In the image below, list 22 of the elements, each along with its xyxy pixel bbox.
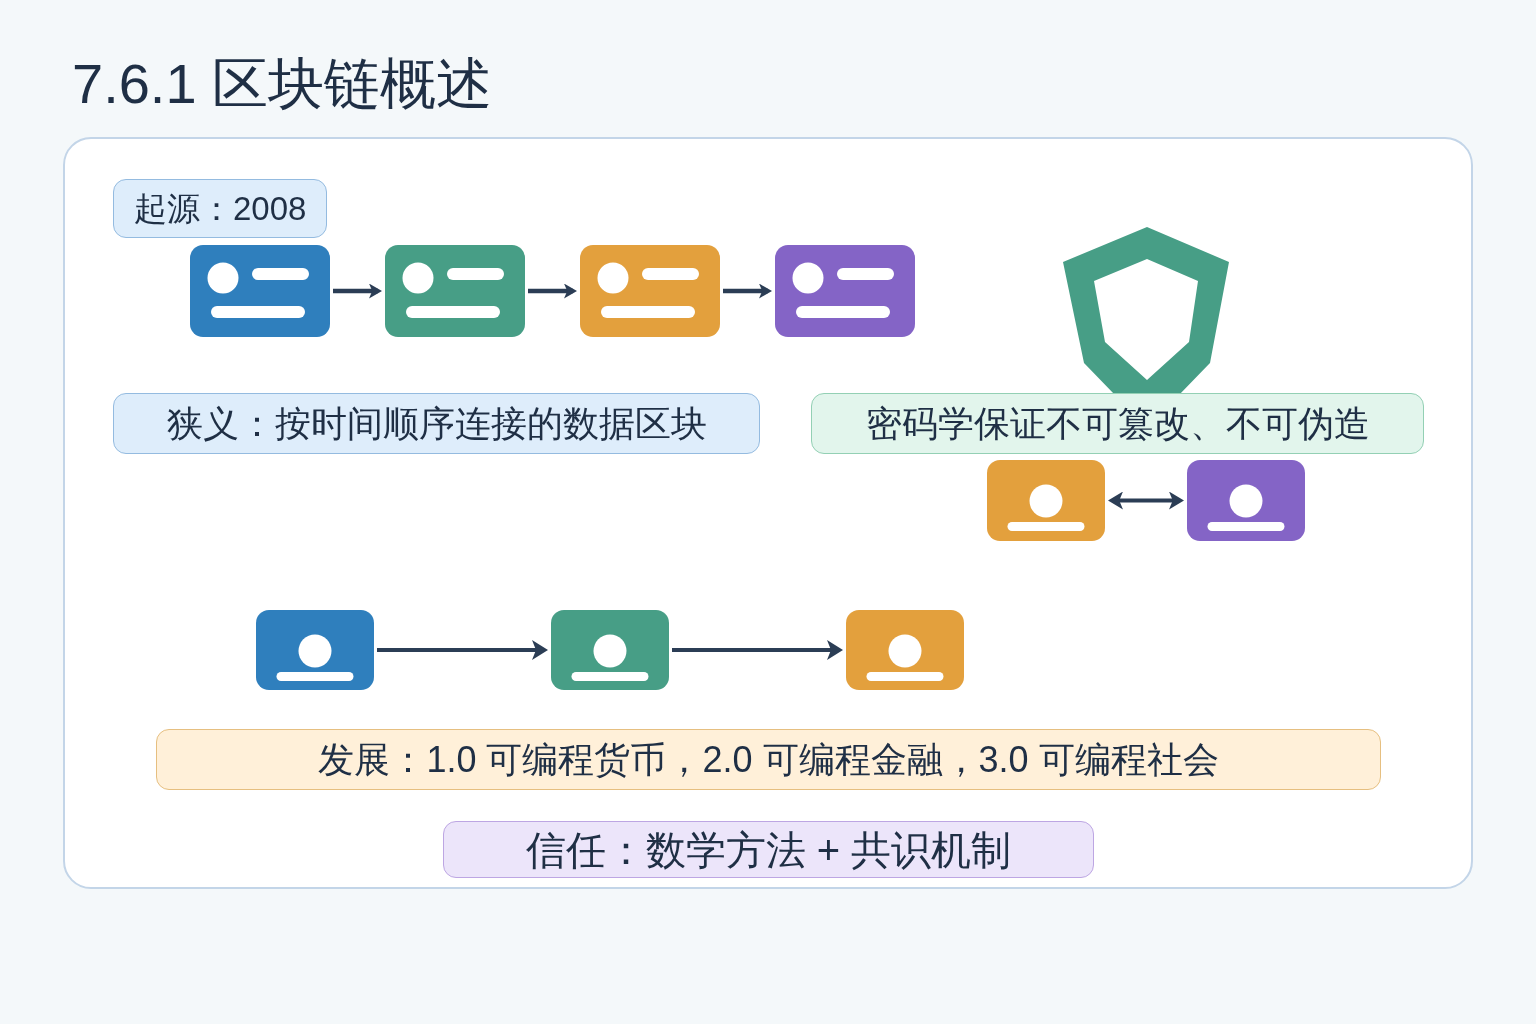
- card-icon: [1187, 460, 1305, 541]
- card-icon: [190, 245, 330, 337]
- card-icon: [385, 245, 525, 337]
- arrow: [1108, 491, 1184, 510]
- arrow: [333, 283, 382, 299]
- card-icon: [987, 460, 1105, 541]
- label-box: 信任：数学方法 + 共识机制: [443, 821, 1094, 878]
- label-box: 狭义：按时间顺序连接的数据区块: [113, 393, 760, 454]
- panel: [63, 137, 1473, 889]
- label-box: 发展：1.0 可编程货币，2.0 可编程金融，3.0 可编程社会: [156, 729, 1381, 790]
- arrow: [528, 283, 577, 299]
- arrow: [672, 640, 843, 660]
- label-box: 起源：2008: [113, 179, 328, 238]
- label-box: 密码学保证不可篡改、不可伪造: [811, 393, 1424, 454]
- title: 7.6.1 区块链概述: [72, 51, 493, 117]
- arrow: [377, 640, 548, 660]
- card-icon: [846, 610, 964, 690]
- card-icon: [551, 610, 669, 690]
- card-icon: [256, 610, 374, 690]
- card-icon: [580, 245, 720, 337]
- card-icon: [775, 245, 915, 337]
- arrow: [723, 283, 772, 299]
